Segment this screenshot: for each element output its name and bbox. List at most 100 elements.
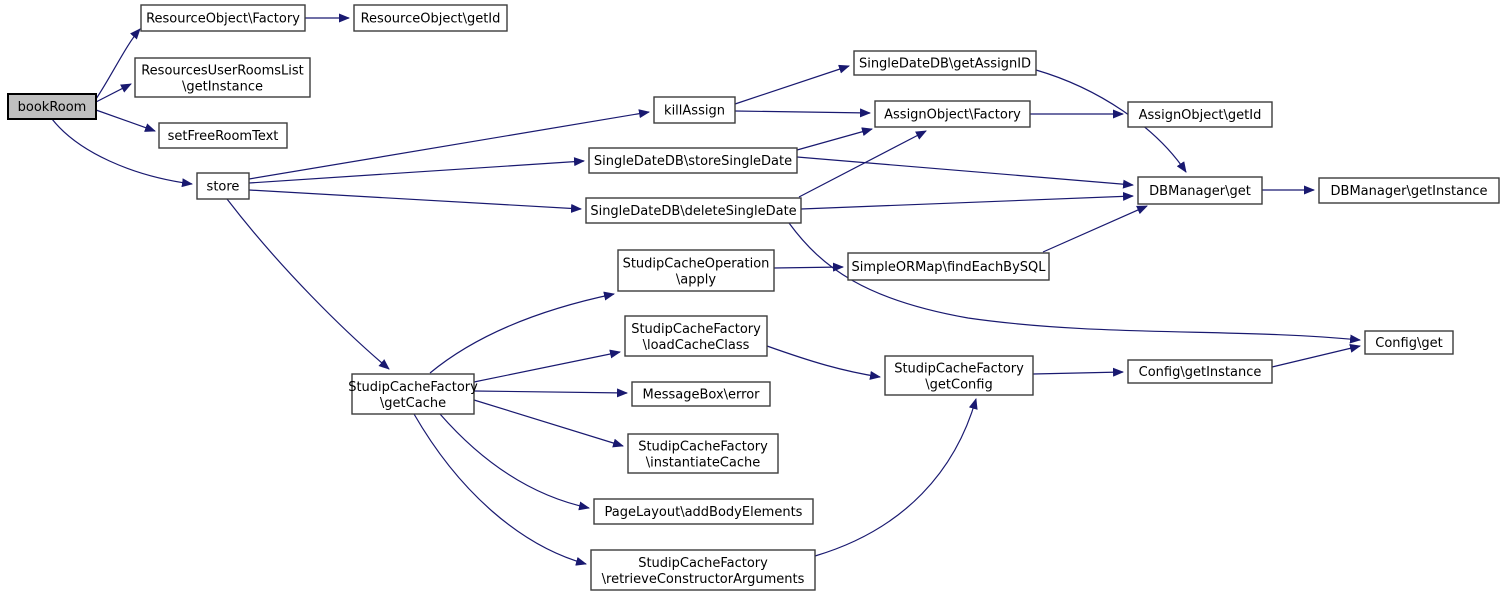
edge-sdDeleteSingleDate-to-dbGet xyxy=(800,191,1134,210)
node-label: StudipCacheFactory\retrieveConstructorAr… xyxy=(602,556,805,587)
edge-scfGetConfig-to-configGetInstance xyxy=(1032,367,1124,377)
node-label: ResourceObject\getId xyxy=(361,12,501,27)
node-box xyxy=(627,433,779,474)
node-box xyxy=(624,315,768,357)
node-box xyxy=(158,122,288,149)
edge-killAssign-to-assignObjFactory xyxy=(734,108,871,118)
edge-store-to-sdDeleteSingleDate xyxy=(248,189,582,213)
node-label: Config\getInstance xyxy=(1139,365,1262,380)
node-label: StudipCacheFactory\loadCacheClass xyxy=(631,322,761,353)
node-configGetInstance[interactable]: Config\getInstance xyxy=(1127,359,1273,384)
node-label: AssignObject\Factory xyxy=(884,108,1021,123)
node-label: DBManager\get xyxy=(1149,184,1251,199)
node-dbGet[interactable]: DBManager\get xyxy=(1137,176,1263,205)
edge-scfRetrieveCtorArgs-to-scfGetConfig xyxy=(814,398,978,557)
node-box xyxy=(593,498,814,525)
edge-sdDeleteSingleDate-to-configGet xyxy=(788,222,1361,344)
node-assignObjGetId[interactable]: AssignObject\getId xyxy=(1127,101,1273,128)
node-scfInstantiateCache[interactable]: StudipCacheFactory\instantiateCache xyxy=(627,433,779,474)
node-resObjGetId[interactable]: ResourceObject\getId xyxy=(353,4,508,32)
edge-bookRoom-to-store xyxy=(51,118,193,188)
node-box xyxy=(140,4,306,32)
node-label: Config\get xyxy=(1375,336,1442,351)
edge-sdDeleteSingleDate-to-assignObjFactory xyxy=(798,130,927,198)
node-assignObjFactory[interactable]: AssignObject\Factory xyxy=(874,100,1031,128)
node-box xyxy=(351,373,475,415)
edge-store-to-killAssign xyxy=(248,109,650,180)
node-label: StudipCacheFactory\getCache xyxy=(348,380,478,411)
node-label: StudipCacheFactory\instantiateCache xyxy=(638,440,768,471)
edge-configGetInstance-to-configGet xyxy=(1271,343,1361,368)
node-box xyxy=(853,50,1037,76)
edge-bookRoom-to-resObjFactory xyxy=(95,28,141,100)
node-sormFindEachBySQL[interactable]: SimpleORMap\findEachBySQL xyxy=(847,252,1050,281)
node-label: StudipCacheFactory\getConfig xyxy=(894,362,1024,393)
edge-store-to-scfGetCache xyxy=(226,198,390,370)
node-label: SimpleORMap\findEachBySQL xyxy=(851,260,1046,275)
edge-scfGetCache-to-plAddBodyElements xyxy=(439,413,590,511)
node-box xyxy=(585,197,802,224)
edge-scfGetCache-to-scfRetrieveCtorArgs xyxy=(413,413,587,566)
node-box xyxy=(353,4,508,32)
node-box xyxy=(1137,176,1263,205)
node-label: SingleDateDB\deleteSingleDate xyxy=(590,204,796,219)
node-scfRetrieveCtorArgs[interactable]: StudipCacheFactory\retrieveConstructorAr… xyxy=(590,549,816,591)
node-label: SingleDateDB\getAssignID xyxy=(859,57,1031,72)
node-box xyxy=(1127,359,1273,384)
edge-bookRoom-to-resUserRoomsGetInstance xyxy=(95,83,132,103)
node-box xyxy=(590,549,816,591)
node-plAddBodyElements[interactable]: PageLayout\addBodyElements xyxy=(593,498,814,525)
node-sdDeleteSingleDate[interactable]: SingleDateDB\deleteSingleDate xyxy=(585,197,802,224)
node-box xyxy=(7,93,97,120)
node-label: store xyxy=(207,180,240,195)
node-scfLoadCacheClass[interactable]: StudipCacheFactory\loadCacheClass xyxy=(624,315,768,357)
node-mbError[interactable]: MessageBox\error xyxy=(631,381,771,407)
node-label: ResourceObject\Factory xyxy=(146,12,300,27)
node-scfGetCache[interactable]: StudipCacheFactory\getCache xyxy=(348,373,478,415)
node-sdGetAssignID[interactable]: SingleDateDB\getAssignID xyxy=(853,50,1037,76)
node-label: killAssign xyxy=(664,104,725,119)
node-box xyxy=(588,147,798,174)
node-dbGetInstance[interactable]: DBManager\getInstance xyxy=(1318,177,1500,204)
node-box xyxy=(631,381,771,407)
node-label: setFreeRoomText xyxy=(168,129,279,144)
edge-scfLoadCacheClass-to-scfGetConfig xyxy=(766,345,881,380)
node-setFreeRoomText[interactable]: setFreeRoomText xyxy=(158,122,288,149)
node-bookRoom[interactable]: bookRoom xyxy=(7,93,97,120)
edge-scfGetCache-to-scoApply xyxy=(429,291,615,374)
node-box xyxy=(196,172,250,200)
node-resUserRoomsGetInstance[interactable]: ResourcesUserRoomsList\getInstance xyxy=(134,57,311,98)
node-label: AssignObject\getId xyxy=(1139,108,1262,123)
edge-bookRoom-to-setFreeRoomText xyxy=(95,109,156,132)
node-box xyxy=(1127,101,1273,128)
node-label: StudipCacheOperation\apply xyxy=(623,257,770,288)
node-box xyxy=(874,100,1031,128)
node-store[interactable]: store xyxy=(196,172,250,200)
edge-scfGetCache-to-mbError xyxy=(473,388,628,398)
edge-scfGetCache-to-scfLoadCacheClass xyxy=(473,349,621,383)
node-configGet[interactable]: Config\get xyxy=(1364,330,1454,355)
node-sdStoreSingleDate[interactable]: SingleDateDB\storeSingleDate xyxy=(588,147,798,174)
node-label: ResourcesUserRoomsList\getInstance xyxy=(141,64,304,95)
node-box xyxy=(134,57,311,98)
edge-scfGetCache-to-scfInstantiateCache xyxy=(473,399,624,448)
node-killAssign[interactable]: killAssign xyxy=(653,96,736,124)
node-scoApply[interactable]: StudipCacheOperation\apply xyxy=(617,249,775,292)
node-box xyxy=(653,96,736,124)
edge-sormFindEachBySQL-to-dbGet xyxy=(1042,205,1148,253)
node-box xyxy=(1364,330,1454,355)
node-box xyxy=(1318,177,1500,204)
node-box xyxy=(847,252,1050,281)
edge-sdStoreSingleDate-to-assignObjFactory xyxy=(796,127,873,151)
node-scfGetConfig[interactable]: StudipCacheFactory\getConfig xyxy=(884,355,1034,396)
node-box xyxy=(884,355,1034,396)
node-label: MessageBox\error xyxy=(643,388,761,403)
edge-scoApply-to-sormFindEachBySQL xyxy=(773,262,844,272)
node-resObjFactory[interactable]: ResourceObject\Factory xyxy=(140,4,306,32)
node-label: PageLayout\addBodyElements xyxy=(605,505,803,520)
edge-sdStoreSingleDate-to-dbGet xyxy=(796,156,1134,189)
edge-killAssign-to-sdGetAssignID xyxy=(734,64,850,105)
node-label: bookRoom xyxy=(18,100,87,115)
